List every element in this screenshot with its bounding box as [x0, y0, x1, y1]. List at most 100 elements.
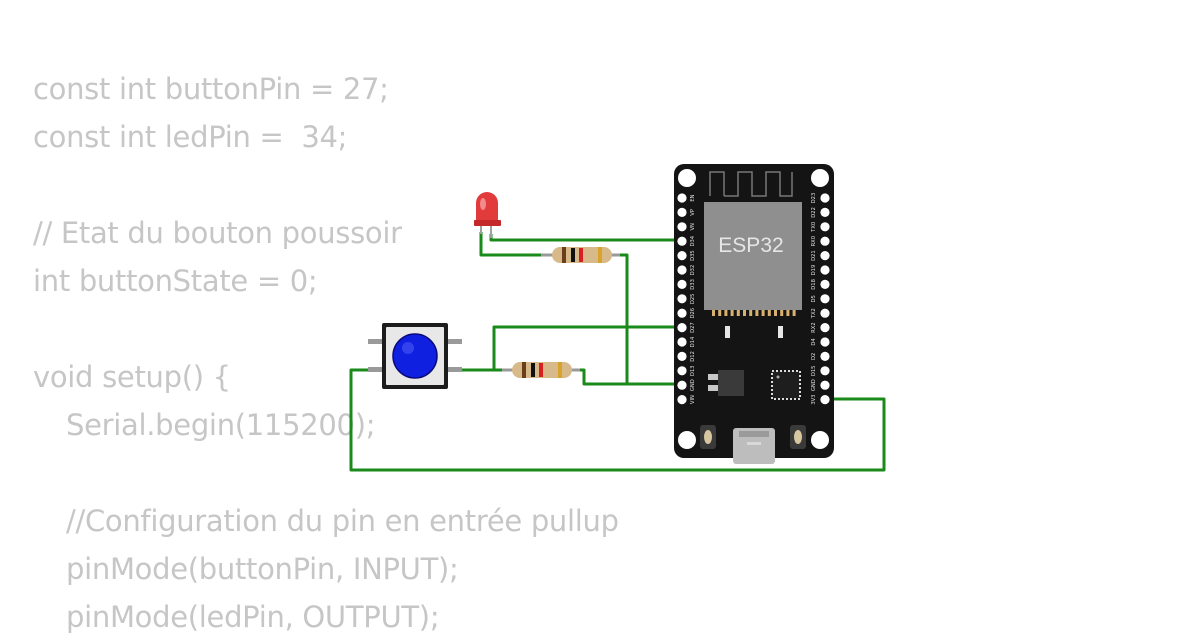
left-header-pin[interactable]: [677, 193, 687, 203]
pin-label: RX2: [811, 322, 817, 332]
right-header-pin[interactable]: [820, 351, 830, 361]
pin-label: D35: [690, 250, 696, 261]
code-line: void setup() {: [33, 360, 231, 394]
left-header-pin[interactable]: [677, 279, 687, 289]
button-cap: [392, 333, 438, 379]
resistor-button[interactable]: [502, 362, 580, 378]
led-flange: [474, 220, 501, 226]
wires: [349, 232, 886, 472]
right-header-pin[interactable]: [820, 279, 830, 289]
pin-label: D33: [690, 279, 696, 290]
pin-label: D13: [690, 365, 696, 376]
mount-hole: [811, 431, 829, 449]
chip-castellations: [712, 310, 796, 316]
pin-label: D19: [811, 265, 817, 276]
code-line: pinMode(buttonPin, INPUT);: [66, 552, 459, 586]
wire-button-to-3v3[interactable]: [349, 368, 886, 472]
right-header-pin[interactable]: [820, 337, 830, 347]
code-line: const int buttonPin = 27;: [33, 72, 389, 106]
pin-label: D18: [811, 279, 817, 290]
led-body: [476, 192, 498, 224]
pin-label: GND: [690, 379, 696, 391]
code-line: pinMode(ledPin, OUTPUT);: [66, 600, 440, 634]
left-header-pin[interactable]: [677, 323, 687, 333]
antenna-trace: [709, 171, 793, 197]
right-header-pin[interactable]: [820, 366, 830, 376]
pin-label: TX2: [811, 308, 817, 319]
pin-label: D12: [690, 351, 696, 362]
pin-label: D26: [690, 308, 696, 319]
right-header-pin[interactable]: [820, 323, 830, 333]
right-header-pin[interactable]: [820, 294, 830, 304]
left-header-pin[interactable]: [677, 308, 687, 318]
code-line: //Configuration du pin en entrée pullup: [66, 504, 619, 538]
chip-label: ESP32: [718, 234, 783, 257]
wire-led-to-d34[interactable]: [489, 234, 683, 242]
usb-port[interactable]: [733, 428, 775, 464]
left-header-pin[interactable]: [677, 380, 687, 390]
left-header-pin[interactable]: [677, 207, 687, 217]
mount-hole: [811, 169, 829, 187]
pin-label: D32: [690, 265, 696, 276]
resistor-led[interactable]: [541, 247, 620, 263]
right-header-pin[interactable]: [820, 265, 830, 275]
pin-label: VN: [690, 223, 696, 231]
red-led[interactable]: [474, 192, 501, 238]
left-header-pin[interactable]: [677, 366, 687, 376]
left-header-pin[interactable]: [677, 294, 687, 304]
pin-label: EN: [690, 194, 696, 201]
right-header-pin[interactable]: [820, 308, 830, 318]
left-header-pin[interactable]: [677, 251, 687, 261]
pin-label: D15: [811, 365, 817, 376]
wire-resistor-to-gnd[interactable]: [614, 253, 683, 386]
pin-label: TX0: [811, 222, 817, 233]
boot-button[interactable]: [790, 425, 806, 449]
pin-label: D4: [811, 338, 817, 346]
pin-label: D14: [690, 336, 696, 347]
pin-label: D22: [811, 207, 817, 218]
wire-led-to-resistor[interactable]: [479, 232, 548, 257]
left-header-pin[interactable]: [677, 222, 687, 232]
push-button[interactable]: [368, 323, 462, 389]
right-header-pin[interactable]: [820, 193, 830, 203]
mount-hole: [678, 169, 696, 187]
pin-label: GND: [811, 379, 817, 391]
voltage-regulator: [708, 370, 744, 396]
left-header-pin[interactable]: [677, 265, 687, 275]
pin-label: D27: [690, 322, 696, 333]
right-header-pin[interactable]: [820, 222, 830, 232]
left-header-pin[interactable]: [677, 351, 687, 361]
code-line: const int ledPin = 34;: [33, 120, 348, 154]
pin-label: VIN: [690, 395, 696, 404]
pin-label: D23: [811, 193, 817, 204]
wire-button-to-d27[interactable]: [447, 325, 683, 372]
pin-label: D25: [690, 293, 696, 304]
pin-label: D21: [811, 250, 817, 261]
led-highlight: [480, 198, 486, 210]
left-header-pin[interactable]: [677, 236, 687, 246]
right-header-pin[interactable]: [820, 380, 830, 390]
pin-label: D34: [690, 235, 696, 246]
left-header-pin[interactable]: [677, 395, 687, 405]
pin-label: D2: [811, 353, 817, 360]
reset-button[interactable]: [700, 425, 716, 449]
wire-resistor2-to-gnd[interactable]: [574, 368, 627, 386]
code-line: Serial.begin(115200);: [66, 408, 376, 442]
pin-label: 3V3: [811, 395, 817, 405]
code-editor: const int buttonPin = 27; const int ledPi…: [33, 65, 619, 641]
pin-label: D5: [811, 295, 817, 302]
pin-label: VP: [690, 209, 696, 216]
code-line: int buttonState = 0;: [33, 264, 318, 298]
pin-label: RX0: [811, 236, 817, 246]
right-header-pin[interactable]: [820, 395, 830, 405]
right-header-pin[interactable]: [820, 251, 830, 261]
right-header-pin[interactable]: [820, 236, 830, 246]
usb-uart-chip: [771, 370, 801, 400]
right-header-pin[interactable]: [820, 207, 830, 217]
mount-hole: [678, 431, 696, 449]
left-header-pin[interactable]: [677, 337, 687, 347]
